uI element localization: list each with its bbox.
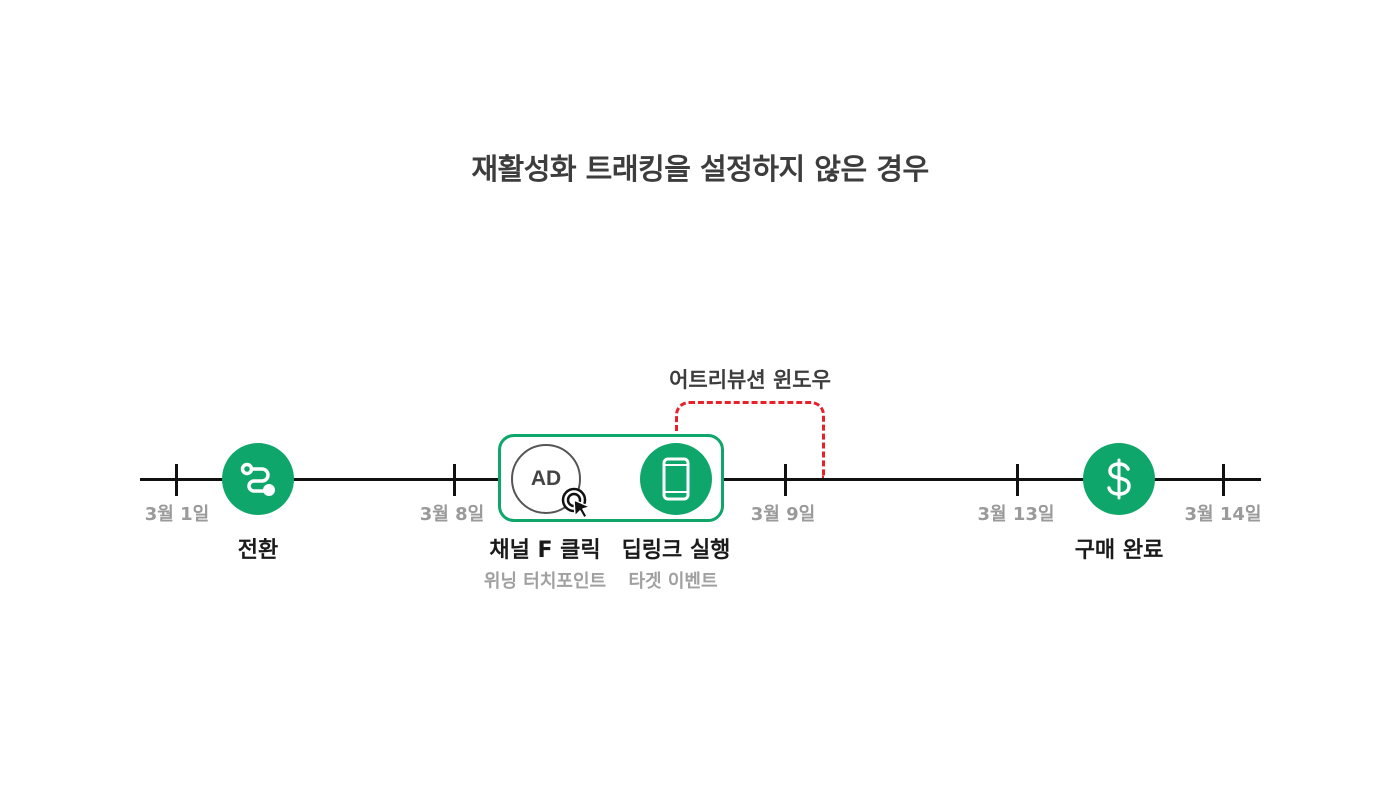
event-label-deeplink: 딥링크 실행	[621, 538, 731, 563]
attribution-window-label: 어트리뷰션 윈도우	[669, 368, 831, 392]
date-label: 3월 14일	[1184, 504, 1262, 525]
cursor-click-icon	[561, 487, 591, 519]
date-label: 3월 1일	[144, 504, 210, 525]
date-label: 3월 8일	[419, 504, 485, 525]
tick-mar-14	[1222, 464, 1225, 496]
conversion-node	[222, 443, 294, 515]
mobile-phone-icon	[662, 457, 690, 501]
deeplink-node	[640, 443, 712, 515]
purchase-node	[1083, 443, 1155, 515]
diagram-title: 재활성화 트래킹을 설정하지 않은 경우	[471, 152, 929, 186]
date-label: 3월 13일	[977, 504, 1055, 525]
tick-mar-1	[175, 464, 178, 496]
dollar-icon	[1107, 458, 1131, 500]
event-sublabel-deeplink: 타겟 이벤트	[628, 571, 718, 592]
tick-mar-8	[453, 464, 456, 496]
event-label-ad-click: 채널 F 클릭	[489, 538, 601, 563]
ad-badge-text: AD	[530, 467, 562, 490]
date-label: 3월 9일	[750, 504, 816, 525]
event-sublabel-ad-click: 위닝 터치포인트	[483, 571, 607, 592]
event-label-purchase: 구매 완료	[1074, 538, 1164, 563]
route-icon	[240, 462, 275, 496]
tick-mar-13	[1016, 464, 1019, 496]
tick-mar-9	[784, 464, 787, 496]
event-label-conversion: 전환	[237, 538, 279, 563]
